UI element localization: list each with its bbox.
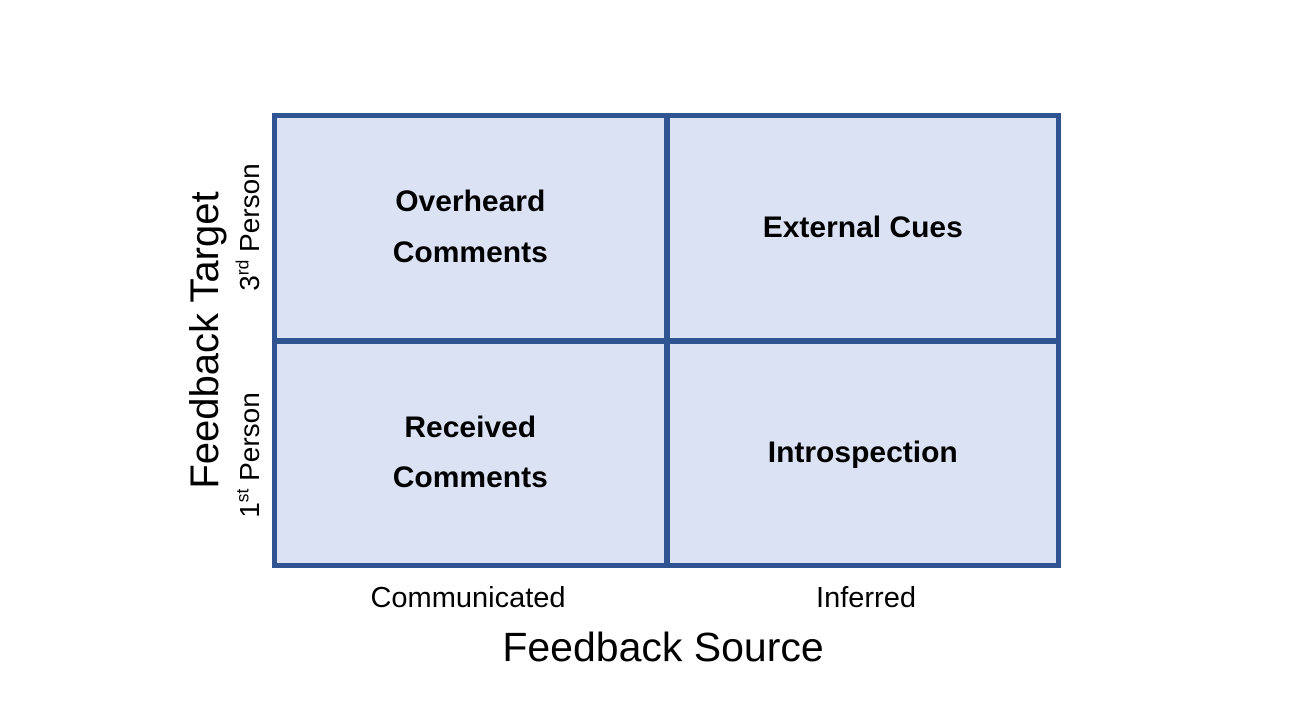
y-axis-label-1st-person-text: 1st Person <box>232 392 265 518</box>
y-axis-title-text: Feedback Target <box>182 191 227 489</box>
x-axis-label-inferred: Inferred <box>816 582 916 614</box>
quadrant-top-left: Overheard Comments <box>277 118 664 338</box>
quadrant-top-right-label: External Cues <box>762 210 963 244</box>
y-axis-label-1st-person: 1st Person <box>233 340 267 570</box>
quadrant-top-left-label: Overheard Comments <box>392 185 548 269</box>
quadrant-bottom-left-label: Received Comments <box>392 410 548 495</box>
x-axis-title: Feedback Source <box>502 624 824 670</box>
x-axis-label-communicated: Communicated <box>370 582 566 614</box>
y-axis-label-3rd-person-text: 3rd Person <box>232 163 265 291</box>
quadrant-grid: Overheard Comments External Cues Receive… <box>272 113 1061 568</box>
y-axis-title: Feedback Target <box>181 110 229 570</box>
y-axis-label-3rd-person: 3rd Person <box>233 112 267 342</box>
ordinal-superscript: rd <box>232 259 253 276</box>
ordinal-superscript: st <box>232 488 253 503</box>
quadrant-bottom-right-label: Introspection <box>767 436 958 470</box>
quadrant-bottom-right: Introspection <box>669 343 1056 563</box>
quadrant-bottom-left: Received Comments <box>277 343 664 563</box>
quadrant-top-right: External Cues <box>669 118 1056 338</box>
